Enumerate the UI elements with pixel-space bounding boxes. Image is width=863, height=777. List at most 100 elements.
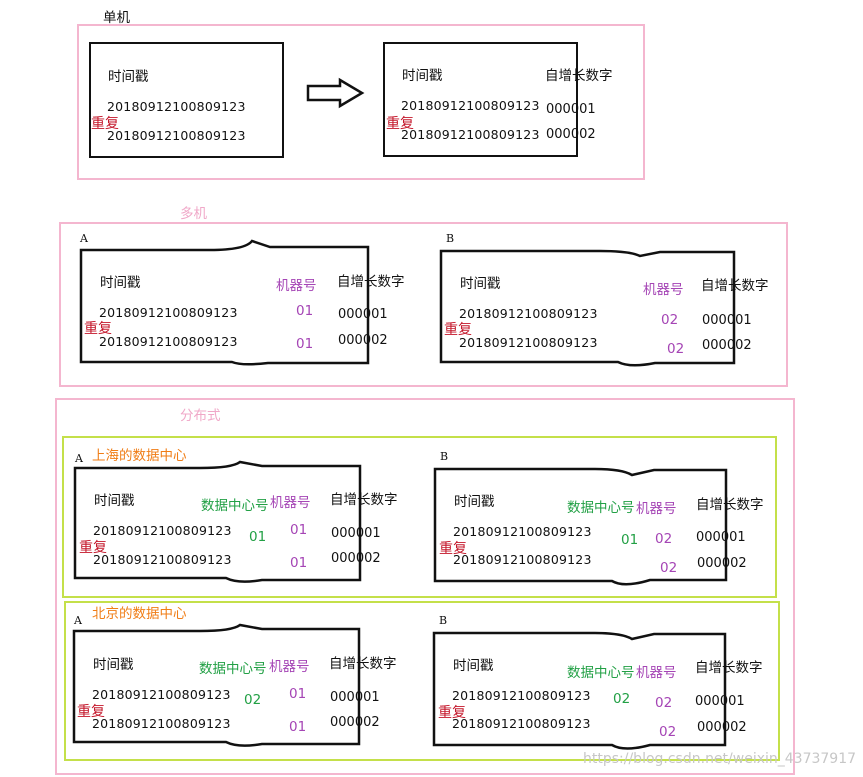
arrow-right-icon xyxy=(306,77,365,109)
distributed-section-frame xyxy=(55,398,795,775)
sh-a-datacenter-id-1: 01 xyxy=(249,529,267,545)
bj-a-duplicate: 重复 xyxy=(77,704,105,720)
bj-a-seq-1: 000001 xyxy=(330,690,380,705)
multi-a-machine-id-label: 机器号 xyxy=(276,278,317,294)
sh-b-machine-id-1: 02 xyxy=(655,531,673,547)
single-after-seq-2: 000002 xyxy=(546,127,596,142)
multi-a-timestamp-label: 时间戳 xyxy=(100,275,141,291)
bj-a-machine-id-2: 01 xyxy=(289,719,307,735)
shanghai-datacenter-title: 上海的数据中心 xyxy=(92,448,187,464)
multi-b-timestamp-label: 时间戳 xyxy=(460,276,501,292)
bj-b-datacenter-id-1: 02 xyxy=(613,691,631,707)
multi-a-ts-1: 20180912100809123 xyxy=(99,305,238,320)
multi-machine-a-letter: A xyxy=(80,232,88,245)
sh-a-ts-2: 20180912100809123 xyxy=(93,552,232,567)
multi-b-seq-1: 000001 xyxy=(702,313,752,328)
multi-section-frame xyxy=(59,222,788,387)
single-before-timestamp-label: 时间戳 xyxy=(108,69,149,85)
multi-b-ts-2: 20180912100809123 xyxy=(459,335,598,350)
sh-b-machine-id-2: 02 xyxy=(660,560,678,576)
sh-a-machine-id-label: 机器号 xyxy=(270,495,311,511)
bj-b-duplicate: 重复 xyxy=(438,705,466,721)
single-after-ts-2: 20180912100809123 xyxy=(401,127,540,142)
bj-b-datacenter-id-label: 数据中心号 xyxy=(567,665,635,681)
sh-a-ts-1: 20180912100809123 xyxy=(93,523,232,538)
bj-b-seq-2: 000002 xyxy=(697,720,747,735)
sh-b-ts-2: 20180912100809123 xyxy=(453,552,592,567)
sh-b-ts-1: 20180912100809123 xyxy=(453,524,592,539)
sh-b-machine-id-label: 机器号 xyxy=(636,501,677,517)
bj-b-timestamp-label: 时间戳 xyxy=(453,658,494,674)
multi-a-duplicate: 重复 xyxy=(84,321,112,337)
multi-b-auto-increment-label: 自增长数字 xyxy=(701,278,769,294)
sh-a-seq-1: 000001 xyxy=(331,526,381,541)
sh-a-machine-id-2: 01 xyxy=(290,555,308,571)
sh-machine-a-letter: A xyxy=(75,452,83,465)
single-after-box xyxy=(383,42,578,157)
bj-b-seq-1: 000001 xyxy=(695,694,745,709)
sh-b-auto-increment-label: 自增长数字 xyxy=(696,497,764,513)
sh-a-duplicate: 重复 xyxy=(79,540,107,556)
beijing-datacenter-title: 北京的数据中心 xyxy=(92,606,187,622)
sh-a-timestamp-label: 时间戳 xyxy=(94,493,135,509)
sh-b-datacenter-id-label: 数据中心号 xyxy=(567,500,635,516)
section-title-multi: 多机 xyxy=(180,206,207,222)
bj-a-ts-2: 20180912100809123 xyxy=(92,716,231,731)
bj-b-machine-id-2: 02 xyxy=(659,724,677,740)
bj-a-seq-2: 000002 xyxy=(330,715,380,730)
sh-b-seq-2: 000002 xyxy=(697,556,747,571)
single-after-duplicate: 重复 xyxy=(386,116,414,132)
single-after-seq-1: 000001 xyxy=(546,102,596,117)
bj-a-datacenter-id-1: 02 xyxy=(244,692,262,708)
single-before-ts-2: 20180912100809123 xyxy=(107,128,246,143)
bj-b-machine-id-label: 机器号 xyxy=(636,665,677,681)
shanghai-datacenter-frame xyxy=(62,436,777,598)
multi-a-auto-increment-label: 自增长数字 xyxy=(337,274,405,290)
sh-a-seq-2: 000002 xyxy=(331,551,381,566)
multi-machine-b-letter: B xyxy=(446,232,455,245)
single-after-ts-1: 20180912100809123 xyxy=(401,98,540,113)
bj-a-machine-id-label: 机器号 xyxy=(269,659,310,675)
multi-b-machine-id-2: 02 xyxy=(667,341,685,357)
multi-a-seq-2: 000002 xyxy=(338,333,388,348)
sh-b-timestamp-label: 时间戳 xyxy=(454,494,495,510)
bj-b-ts-2: 20180912100809123 xyxy=(452,716,591,731)
sh-b-datacenter-id-1: 01 xyxy=(621,532,639,548)
single-after-auto-increment-label: 自增长数字 xyxy=(545,68,613,84)
bj-a-auto-increment-label: 自增长数字 xyxy=(329,656,397,672)
single-before-ts-1: 20180912100809123 xyxy=(107,99,246,114)
sh-b-duplicate: 重复 xyxy=(439,541,467,557)
sh-a-auto-increment-label: 自增长数字 xyxy=(330,492,398,508)
bj-machine-b-letter: B xyxy=(439,614,448,627)
beijing-datacenter-frame xyxy=(64,601,780,761)
multi-a-ts-2: 20180912100809123 xyxy=(99,334,238,349)
bj-b-ts-1: 20180912100809123 xyxy=(452,688,591,703)
single-before-box xyxy=(89,42,284,158)
multi-a-seq-1: 000001 xyxy=(338,307,388,322)
bj-machine-a-letter: A xyxy=(74,614,82,627)
bj-a-machine-id-1: 01 xyxy=(289,686,307,702)
multi-b-ts-1: 20180912100809123 xyxy=(459,306,598,321)
single-section-frame xyxy=(77,24,645,180)
multi-b-machine-id-label: 机器号 xyxy=(643,282,684,298)
sh-b-seq-1: 000001 xyxy=(696,530,746,545)
single-after-timestamp-label: 时间戳 xyxy=(402,68,443,84)
multi-b-machine-id-1: 02 xyxy=(661,312,679,328)
single-before-duplicate: 重复 xyxy=(91,116,119,132)
bj-a-timestamp-label: 时间戳 xyxy=(93,657,134,673)
bj-a-datacenter-id-label: 数据中心号 xyxy=(199,661,267,677)
section-title-single: 单机 xyxy=(103,10,130,26)
sh-a-machine-id-1: 01 xyxy=(290,522,308,538)
watermark-text: https://blog.csdn.net/weixin_43737917 xyxy=(583,751,857,767)
multi-b-seq-2: 000002 xyxy=(702,338,752,353)
multi-a-machine-id-2: 01 xyxy=(296,336,314,352)
bj-b-machine-id-1: 02 xyxy=(655,695,673,711)
sh-a-datacenter-id-label: 数据中心号 xyxy=(201,498,269,514)
section-title-distributed: 分布式 xyxy=(180,408,221,424)
